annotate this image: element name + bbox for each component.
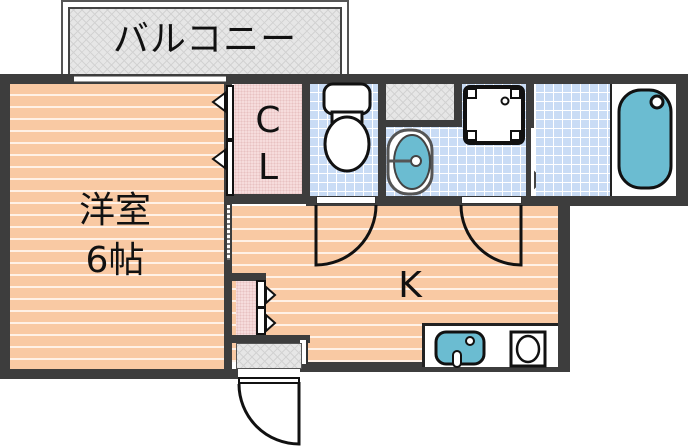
closet-label-c: C [255,100,281,141]
outer-wall-bottom-right [300,362,570,372]
balcony [68,7,342,75]
toilet-door-swing-icon[interactable] [314,203,380,269]
closet [234,84,302,194]
toilet-right-wall [378,84,386,204]
bath-sliding-door[interactable] [531,128,535,196]
kitchen-sink-icon [434,330,486,368]
outer-wall-left [0,74,10,379]
entrance [236,343,302,369]
closet-door-arrows-icon [211,91,226,170]
closet-door-upper[interactable] [226,85,234,140]
outer-wall-top [0,74,612,84]
stove-icon [509,330,547,368]
entrance-step [300,340,308,364]
western-room-label: 洋室 [78,190,151,231]
closet-bottom-wall [224,194,310,204]
shoe-cabinet [236,281,256,335]
toilet-door-frame [316,196,376,204]
outer-wall-bottom-left [0,369,238,379]
bath-partition-wall [526,84,534,196]
kitchen-label: K [398,265,422,306]
entrance-wall [232,335,310,343]
bath-washing-area [536,84,610,196]
washroom-door-frame [461,196,522,204]
balcony-window [74,76,226,82]
entrance-door-frame [238,377,300,384]
washroom-storage [386,84,454,120]
washing-machine-pan-icon [463,85,525,145]
closet-door-lower[interactable] [226,140,234,196]
outer-wall-top-right [612,74,688,84]
western-room [10,84,224,369]
toilet-icon [322,82,372,173]
closet-label-l: L [257,147,279,188]
western-room-size: 6帖 [85,240,145,281]
balcony-label: バルコニー [112,19,298,60]
partition-door-dashed [227,205,230,260]
shoe-cabinet-wall [232,273,266,281]
entrance-door-swing-icon[interactable] [237,382,303,446]
outer-wall-right-upper [676,74,688,206]
washbasin-icon [386,128,434,196]
washroom-storage-wall [386,120,462,127]
washroom-door-swing-icon[interactable] [458,203,524,269]
outer-wall-right-lower [558,196,570,366]
shoe-cabinet-arrows-icon [265,284,277,334]
washroom-storage-side-wall [454,84,462,127]
bathtub-icon [617,88,673,190]
closet-right-wall [302,84,310,204]
